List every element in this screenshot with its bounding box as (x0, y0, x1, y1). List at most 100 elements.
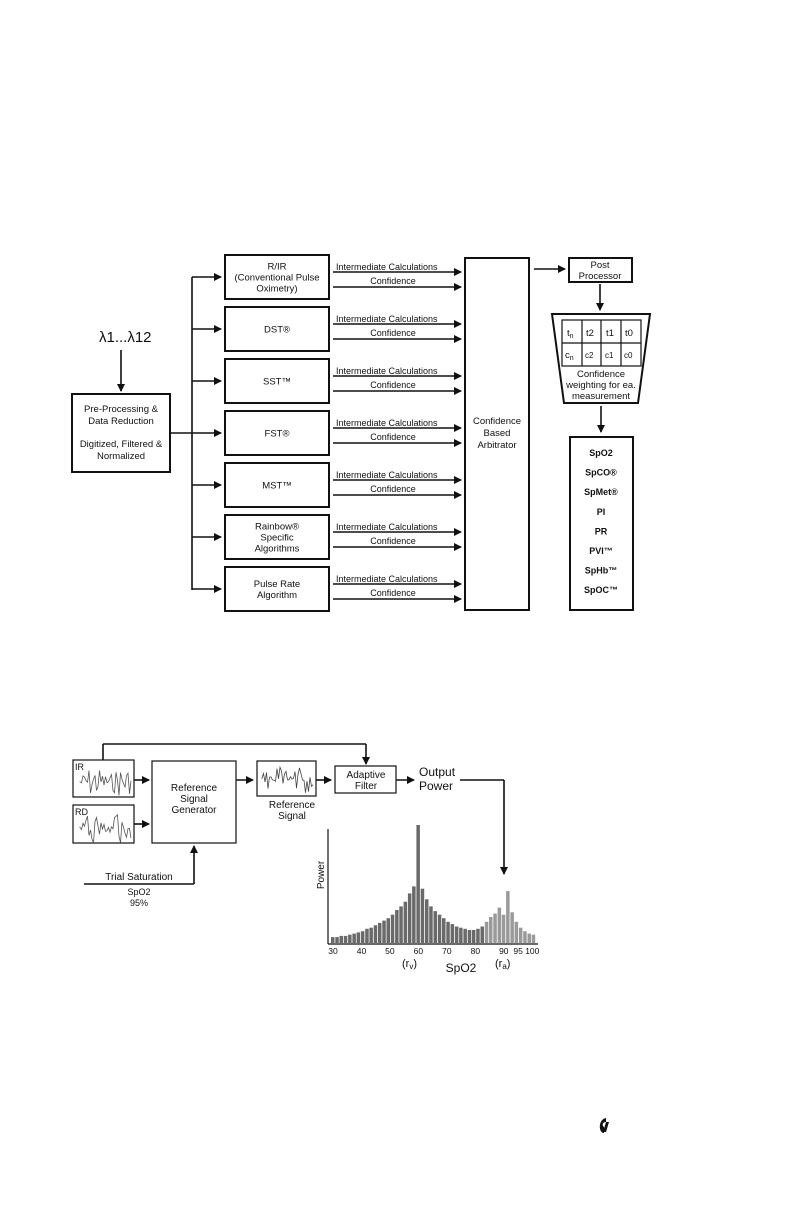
weight-cell-t2: t2 (586, 328, 594, 339)
intermediate-label-0: Intermediate Calculations (336, 262, 438, 272)
algorithm-box-4 (224, 462, 330, 508)
fig1-diagram: λ1...λ12 Pre-Processing & Data Reduction… (71, 254, 652, 612)
bar-25 (437, 914, 442, 943)
reference-generator-box (151, 760, 237, 844)
algorithm-label-2-0: SST™ (263, 377, 291, 388)
intermediate-label-1: Intermediate Calculations (336, 314, 438, 324)
post-processor-line2: Processor (579, 271, 622, 282)
x-tick-5: 80 (471, 946, 481, 956)
reference-signal-line2: Signal (278, 811, 306, 822)
bar-16 (399, 906, 403, 943)
algorithm-label-6-0: Pulse Rate (254, 579, 300, 590)
bar-4 (348, 934, 352, 943)
weight-cell-tn: t (567, 328, 570, 339)
bar-14 (390, 914, 395, 943)
x-tick-6: 90 (499, 946, 509, 956)
algorithm-box-3 (224, 410, 330, 456)
bar-17 (403, 901, 408, 943)
intermediate-label-6: Intermediate Calculations (336, 574, 438, 584)
bar-0 (331, 937, 335, 943)
confidence-label-2: Confidence (370, 380, 416, 390)
bar-44 (518, 927, 523, 943)
intermediate-label-5: Intermediate Calculations (336, 522, 438, 532)
output-4: PR (595, 526, 608, 536)
weight-caption-1: Confidence (577, 369, 625, 380)
output-power-line1: Output (419, 765, 456, 779)
ir-label: IR (75, 762, 85, 772)
output-7: SpOC™ (584, 585, 618, 595)
bar-26 (442, 918, 446, 943)
bar-28 (450, 924, 455, 943)
x-tick-2: 50 (385, 946, 395, 956)
x-tick-0: 30 (328, 946, 338, 956)
ir-signal-box (72, 759, 135, 798)
post-processor-line1: Post (590, 260, 609, 271)
weight-cell-c1: c1 (605, 351, 614, 360)
bar-41 (506, 891, 510, 943)
rd-waveform (79, 814, 132, 843)
algorithm-label-0-1: (Conventional Pulse (234, 273, 319, 284)
reference-waveform (261, 765, 314, 793)
masimo-logo-icon (599, 1118, 609, 1133)
reference-signal-line1: Reference (269, 800, 316, 811)
bar-22 (425, 899, 429, 943)
bar-39 (497, 907, 502, 943)
confidence-label-0: Confidence (370, 276, 416, 286)
bar-21 (420, 888, 425, 943)
output-6: SpHb™ (585, 566, 618, 576)
algorithm-box-5 (224, 514, 330, 560)
algorithm-label-5-2: Algorithms (255, 544, 300, 555)
output-0: SpO2 (589, 448, 613, 458)
bar-33 (471, 930, 476, 943)
algorithm-box-0 (224, 254, 330, 300)
rd-label: RD (75, 807, 88, 817)
x-tick-7: 95 (513, 946, 523, 956)
bar-2 (339, 935, 343, 943)
confidence-label-6: Confidence (370, 588, 416, 598)
bar-46 (527, 933, 531, 943)
spo2-label: SpO2 (127, 887, 150, 897)
generator-line3: Generator (171, 805, 217, 816)
algorithm-label-5-0: Rainbow® (255, 522, 299, 533)
generator-line2: Signal (180, 794, 208, 805)
arbitrator-line1: Confidence (473, 416, 521, 427)
algorithm-box-2 (224, 358, 330, 404)
branch-arrows (192, 273, 222, 593)
confidence-label-5: Confidence (370, 536, 416, 546)
weight-table: tn t2 t1 t0 cn c2 c1 c0 (561, 319, 642, 367)
bar-6 (356, 932, 361, 943)
preprocess-line3: Digitized, Filtered & (80, 439, 163, 450)
trial-saturation-label: Trial Saturation (105, 872, 172, 883)
bar-36 (484, 921, 489, 943)
outputs-box (569, 436, 634, 611)
confidence-label-4: Confidence (370, 484, 416, 494)
bar-29 (454, 926, 459, 943)
adaptive-filter-line1: Adaptive (347, 770, 386, 781)
wavelength-label: λ1...λ12 (99, 329, 152, 346)
svg-text:cn: cn (565, 350, 574, 362)
bar-15 (395, 910, 399, 943)
arbitrator-line3: Arbitrator (477, 440, 516, 451)
bar-37 (489, 917, 493, 943)
bar-45 (523, 931, 527, 943)
bar-12 (382, 920, 386, 943)
bar-9 (369, 927, 373, 943)
rv-annotation: (rv) (402, 958, 417, 971)
output-3: PI (597, 507, 606, 517)
weight-cell-cn: c (565, 350, 570, 361)
output-1: SpCO® (585, 468, 617, 478)
x-tick-1: 40 (357, 946, 367, 956)
weight-cell-c2: c2 (585, 351, 594, 360)
post-processor-box (568, 257, 633, 283)
bar-43 (514, 921, 519, 943)
bar-20 (416, 825, 420, 943)
algorithm-label-6-1: Algorithm (257, 590, 297, 601)
bar-34 (476, 928, 480, 943)
preprocess-line4: Normalized (97, 451, 145, 462)
bar-8 (365, 928, 369, 943)
weight-caption-3: measurement (572, 391, 630, 402)
algorithm-label-0-0: R/IR (268, 262, 287, 273)
